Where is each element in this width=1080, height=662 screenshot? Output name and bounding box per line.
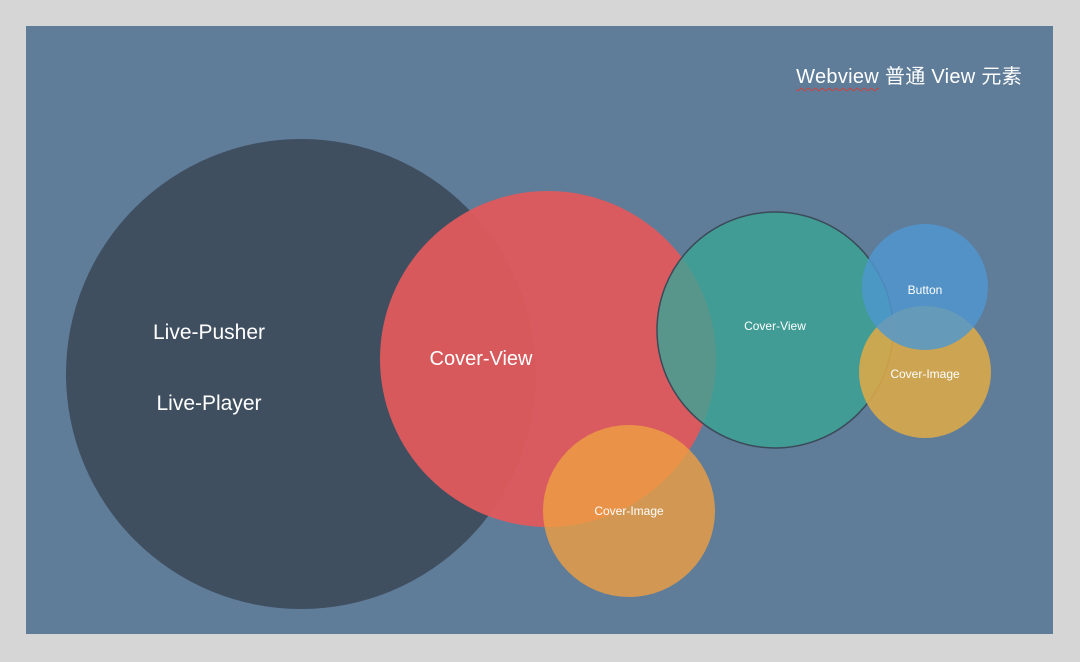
cover-image-bottom-label: Cover-Image	[594, 504, 664, 518]
button-label: Button	[908, 283, 943, 297]
title-webview-word: Webview	[796, 66, 880, 88]
live-player-label: Live-Player	[156, 392, 261, 415]
cover-view-small-label: Cover-View	[744, 319, 806, 333]
button-circle	[862, 224, 988, 350]
cover-image-bottom-circle	[543, 425, 715, 597]
cover-view-large-label: Cover-View	[430, 348, 534, 370]
title-rest: 普通 View 元素	[879, 66, 1022, 88]
cover-image-right-label: Cover-Image	[890, 367, 960, 381]
live-pusher-label: Live-Pusher	[153, 321, 265, 344]
diagram-title: Webview 普通 View 元素	[796, 60, 1022, 89]
